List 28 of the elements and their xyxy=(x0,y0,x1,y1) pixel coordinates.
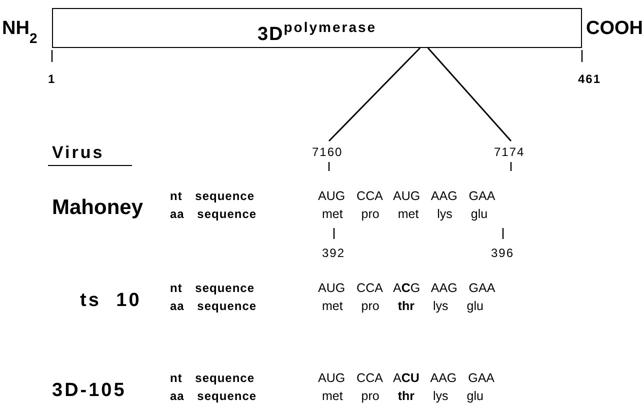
terminus-label: COOH xyxy=(586,18,643,40)
expansion-line xyxy=(427,48,512,142)
amino-acid-sequence: met pro thr lys glu xyxy=(322,390,484,404)
virus-name: 3D-105 xyxy=(52,381,126,402)
nucleotide-sequence: AUG CCA ACU AAG GAA xyxy=(318,372,495,386)
row-label: nt sequence xyxy=(170,282,255,296)
row-label: nt sequence xyxy=(170,190,255,204)
row-label: aa sequence xyxy=(170,208,257,222)
row-label: aa sequence xyxy=(170,300,257,314)
nucleotide-position: 7174 xyxy=(494,145,525,159)
column-heading: Virus xyxy=(48,144,132,166)
virus-name: Mahoney xyxy=(52,196,144,220)
residue-number: 461 xyxy=(578,73,602,86)
residue-number: 396 xyxy=(491,247,514,260)
virus-name: ts 10 xyxy=(80,291,142,312)
row-label: nt sequence xyxy=(170,372,255,386)
amino-acid-sequence: met pro thr lys glu xyxy=(322,300,484,314)
expansion-line xyxy=(328,47,421,142)
terminus-label: NH$_{2}$ xyxy=(2,18,38,46)
nucleotide-sequence: AUG CCA AUG AAG GAA xyxy=(318,190,496,204)
protein-name: 3D$^{polymerase}$ xyxy=(257,18,377,46)
amino-acid-sequence: met pro met lys glu xyxy=(322,208,488,222)
residue-number: 1 xyxy=(48,73,56,86)
nucleotide-sequence: AUG CCA ACG AAG GAA xyxy=(318,282,496,296)
row-label: aa sequence xyxy=(170,390,257,404)
protein-bar xyxy=(52,8,582,48)
residue-number: 392 xyxy=(322,247,346,260)
nucleotide-position: 7160 xyxy=(312,145,343,159)
